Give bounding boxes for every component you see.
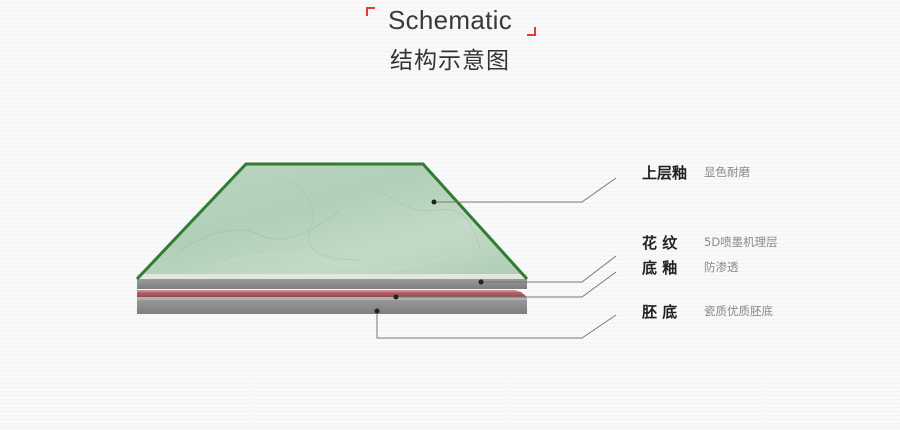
leader-line-top-glaze [434,177,617,203]
leader-line-body [376,311,617,339]
layer-base-glaze [137,290,527,297]
label-body: 胚 底 瓷质优质胚底 [642,301,773,321]
layer-description: 5D喷墨机理层 [704,235,778,249]
layer-name: 底 釉 [642,258,678,277]
layer-name: 花 纹 [642,233,678,252]
layer-top-glaze [135,162,529,281]
title-chinese: 结构示意图 [390,48,510,74]
layer-description: 瓷质优质胚底 [704,304,773,318]
header: Schematic 结构示意图 [0,0,900,80]
leader-lines [376,177,617,339]
label-pattern: 花 纹 5D喷墨机理层 [642,232,778,252]
label-top-glaze: 上层釉 显色耐磨 [642,162,750,182]
layer-description: 显色耐磨 [704,165,750,179]
title-english: Schematic [387,5,513,35]
layer-body [137,297,527,314]
layer-name: 胚 底 [642,302,678,321]
label-base-glaze: 底 釉 防渗透 [642,257,739,277]
layer-name: 上层釉 [642,163,688,182]
bracket-bottom-right-icon [527,27,536,36]
layer-description: 防渗透 [704,260,739,274]
leader-line-base-glaze [396,271,617,298]
leader-line-pattern [481,255,617,283]
leader-dots [374,199,484,314]
bracket-top-left-icon [366,7,375,16]
layer-pattern [137,279,527,289]
